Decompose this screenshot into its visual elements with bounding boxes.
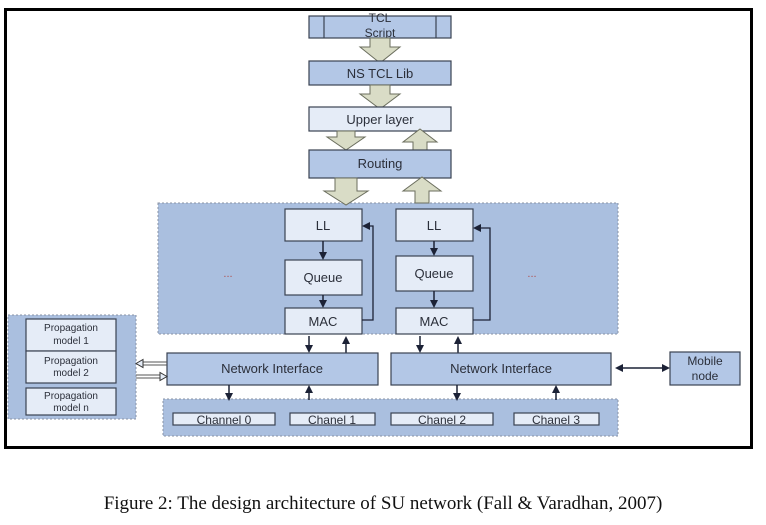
channel-1: Chanel 1	[289, 412, 376, 427]
ll-label-left: LL	[316, 218, 330, 233]
network-interface-left: Network Interface	[166, 352, 379, 386]
channel-0: Channel 0	[172, 412, 276, 427]
block-arrow-up-icon	[401, 176, 443, 204]
channel-0-label: Channel 0	[197, 413, 252, 427]
ellipsis-left: ...	[223, 268, 232, 280]
ll-box-left: LL	[284, 208, 363, 242]
channel-2-label: Chanel 2	[418, 413, 466, 427]
propagation-ellipsis: ...	[93, 381, 101, 392]
network-interface-right: Network Interface	[390, 352, 612, 386]
figure-frame	[4, 8, 753, 449]
right-node-stack: LL Queue MAC	[395, 208, 491, 335]
ns-tcl-lib-label: NS TCL Lib	[347, 66, 413, 81]
channel-1-label: Chanel 1	[308, 413, 356, 427]
propagation-model-n-line2: model n	[53, 403, 89, 414]
block-arrow-up-icon	[401, 128, 439, 151]
upper-layer-box: Upper layer	[308, 106, 452, 132]
queue-label-left: Queue	[303, 270, 342, 285]
routing-box: Routing	[308, 149, 452, 179]
channel-2: Chanel 2	[390, 412, 494, 427]
propagation-model-n-line1: Propagation	[44, 391, 98, 402]
network-interface-label-left: Network Interface	[221, 361, 323, 376]
ellipsis-right: ...	[527, 268, 536, 280]
propagation-model-n: Propagation model n	[25, 387, 117, 416]
queue-box-left: Queue	[284, 259, 363, 296]
propagation-model-2-line2: model 2	[53, 368, 89, 379]
block-arrow-down-icon	[322, 177, 370, 206]
block-arrow-down-icon	[358, 37, 402, 64]
network-interface-label-right: Network Interface	[450, 361, 552, 376]
mac-label-left: MAC	[309, 314, 338, 329]
left-node-stack: LL Queue MAC	[284, 208, 374, 335]
propagation-model-1: Propagation model 1	[25, 318, 117, 352]
mac-to-ll-feedback-right	[473, 224, 491, 321]
figure-caption: Figure 2: The design architecture of SU …	[103, 493, 663, 514]
mac-label-right: MAC	[420, 314, 449, 329]
mac-to-ll-feedback-left	[362, 222, 374, 321]
channel-3-label: Chanel 3	[532, 413, 580, 427]
propagation-model-2-line1: Propagation	[44, 356, 98, 367]
channel-3: Chanel 3	[513, 412, 600, 427]
ns-tcl-lib-box: NS TCL Lib	[308, 60, 452, 86]
propagation-to-ni-arrow	[136, 371, 169, 382]
architecture-diagram: TCL Script NS TCL Lib Upper layer Routin…	[7, 11, 741, 437]
ll-box-right: LL	[395, 208, 474, 242]
upper-layer-label: Upper layer	[346, 112, 414, 127]
tcl-script-label-2: Script	[365, 26, 396, 40]
tcl-script-box: TCL Script	[308, 11, 452, 40]
mobile-node-line1: Mobile	[687, 354, 723, 368]
mac-box-right: MAC	[395, 307, 474, 335]
mobile-node-line2: node	[692, 369, 719, 383]
queue-box-right: Queue	[395, 255, 474, 292]
propagation-model-2: Propagation model 2	[25, 350, 117, 384]
mobile-node-box: Mobile node	[669, 351, 741, 386]
routing-label: Routing	[358, 156, 403, 171]
ll-label-right: LL	[427, 218, 441, 233]
mac-box-left: MAC	[284, 307, 363, 335]
block-arrow-down-icon	[325, 130, 367, 151]
tcl-script-label-1: TCL	[369, 11, 392, 25]
ni-to-propagation-arrow	[134, 358, 167, 369]
queue-label-right: Queue	[414, 266, 453, 281]
node-stack-region	[157, 202, 619, 335]
block-arrow-down-icon	[358, 84, 402, 110]
propagation-model-1-line2: model 1	[53, 336, 89, 347]
propagation-model-1-line1: Propagation	[44, 323, 98, 334]
